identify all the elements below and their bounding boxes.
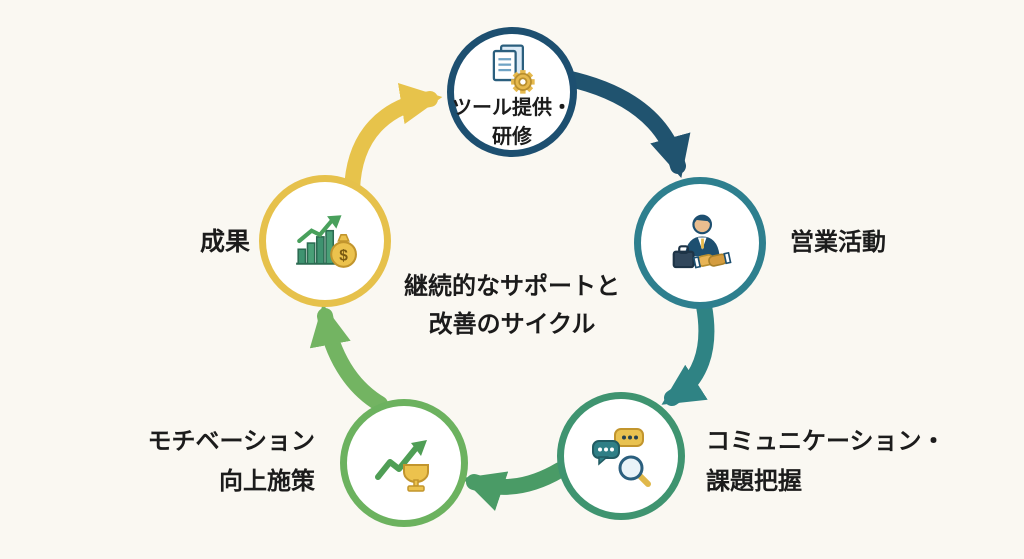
arrow-communication-to-motivation xyxy=(462,462,568,511)
businessman-handshake-icon xyxy=(672,214,732,269)
node-results: $ xyxy=(259,175,391,307)
chat-magnifier-icon xyxy=(592,428,651,487)
arrow-motivation-to-results xyxy=(309,303,388,412)
center-title-line2: 改善のサイクル xyxy=(428,311,596,338)
center-title-line1: 継続的なサポートと xyxy=(404,273,620,300)
node-communication-label: コミュニケーション・ 課題把握 xyxy=(706,428,946,495)
arrow-sales-to-communication xyxy=(661,298,715,406)
node-sales-label: 営業活動 xyxy=(790,229,886,256)
center-title: 継続的なサポートと 改善のサイクル xyxy=(352,268,672,344)
node-tools xyxy=(447,27,577,157)
dollar-sign: $ xyxy=(339,248,348,265)
node-sales xyxy=(634,177,766,309)
node-motivation-label: モチベーション 向上施策 xyxy=(147,428,315,495)
node-motivation xyxy=(340,399,468,527)
document-gear-icon xyxy=(492,44,535,94)
node-results-label: 成果 xyxy=(199,228,250,256)
arrow-results-to-tools xyxy=(344,83,443,198)
bar-chart-moneybag-icon: $ xyxy=(296,215,357,268)
arrow-tools-to-sales xyxy=(558,70,691,179)
node-tools-label: ツール提供・ 研修 xyxy=(452,97,572,148)
growth-trophy-icon xyxy=(375,440,429,492)
node-communication xyxy=(557,392,685,520)
